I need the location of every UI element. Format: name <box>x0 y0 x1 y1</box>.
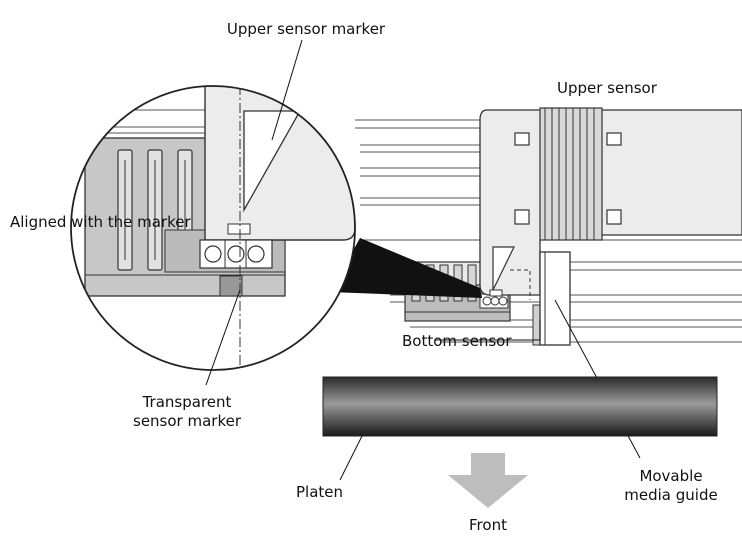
magnified-view <box>71 86 355 370</box>
magnifier-cone <box>330 238 482 298</box>
label-platen: Platen <box>296 483 344 501</box>
label-movable-line2: media guide <box>624 486 718 504</box>
label-bottom-sensor: Bottom sensor <box>402 332 512 350</box>
label-aligned-with-marker: Aligned with the marker <box>10 213 191 231</box>
label-movable-line1: Movable <box>639 467 703 485</box>
front-arrow-icon <box>448 453 528 508</box>
label-transparent-line1: Transparent <box>142 393 232 411</box>
label-transparent-line2: sensor marker <box>133 412 241 430</box>
label-movable-media-guide: Movable media guide <box>601 467 741 505</box>
upper-sensor-housing <box>479 107 742 300</box>
label-upper-sensor: Upper sensor <box>557 79 657 97</box>
label-front: Front <box>469 516 507 534</box>
magnifier-circle <box>70 85 356 371</box>
movable-media-guide <box>532 251 571 346</box>
label-upper-sensor-marker: Upper sensor marker <box>226 20 386 38</box>
label-transparent-sensor-marker: Transparent sensor marker <box>117 393 257 431</box>
platen-roller <box>322 376 718 437</box>
